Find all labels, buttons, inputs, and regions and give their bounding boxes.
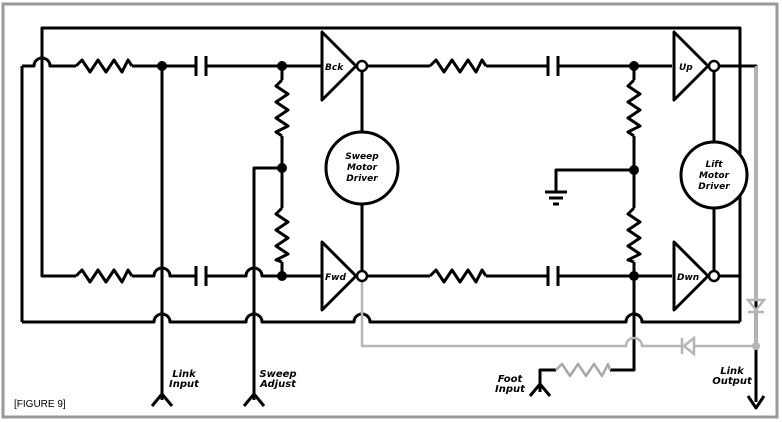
resistors bbox=[74, 58, 642, 378]
amplifier-up-label: Up bbox=[679, 63, 693, 73]
lift-motor-driver: Lift Motor Driver bbox=[679, 140, 749, 210]
sweep-motor-driver: Sweep Motor Driver bbox=[324, 130, 400, 206]
amplifier-dwn-label: Dwn bbox=[677, 273, 699, 283]
diodes bbox=[680, 298, 767, 357]
sweep-motor-line-3: Driver bbox=[346, 174, 378, 184]
feedback-wiring bbox=[360, 66, 758, 348]
sweep-motor-line-2: Motor bbox=[347, 163, 378, 173]
foot-input-line-1: Foot bbox=[498, 374, 524, 385]
amplifier-bck: Bck bbox=[320, 30, 369, 102]
amplifier-bck-label: Bck bbox=[325, 63, 344, 73]
figure-label: [FIGURE 9] bbox=[14, 399, 66, 410]
amplifier-fwd-label: Fwd bbox=[325, 273, 346, 283]
amplifier-dwn: Dwn bbox=[672, 240, 721, 312]
lift-motor-line-3: Driver bbox=[698, 182, 730, 192]
sweep-adjust-line-2: Adjust bbox=[259, 379, 297, 390]
sweep-motor-line-1: Sweep bbox=[345, 152, 379, 162]
foot-input-line-2: Input bbox=[495, 384, 526, 395]
link-output-line-2: Output bbox=[712, 376, 753, 387]
main-wiring bbox=[20, 26, 766, 410]
link-input-line-1: Link bbox=[172, 369, 197, 380]
diode-horizontal bbox=[681, 335, 696, 357]
lift-motor-line-1: Lift bbox=[705, 160, 723, 170]
junction-dots bbox=[157, 61, 760, 350]
link-input-line-2: Input bbox=[169, 379, 200, 390]
lift-motor-line-2: Motor bbox=[699, 171, 730, 181]
diode-vertical bbox=[745, 298, 767, 313]
amplifier-fwd: Fwd bbox=[320, 240, 369, 312]
link-output-line-1: Link bbox=[720, 366, 745, 377]
amplifier-up: Up bbox=[672, 30, 721, 102]
capacitors bbox=[194, 56, 560, 286]
sweep-adjust-line-1: Sweep bbox=[259, 369, 296, 380]
